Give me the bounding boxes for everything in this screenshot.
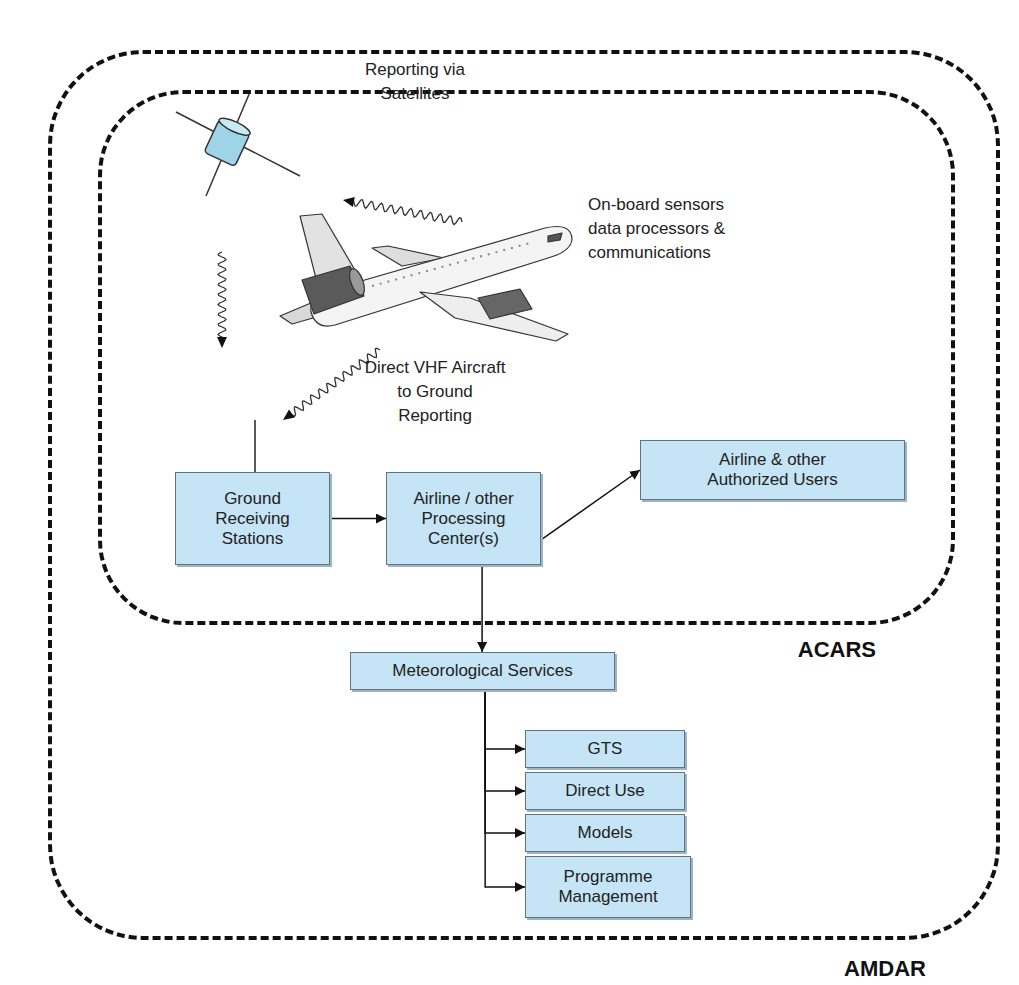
- wing-engine: [478, 289, 532, 319]
- process-box: Ground Receiving Stations: [175, 472, 330, 565]
- cockpit-window: [548, 233, 562, 242]
- region-label: ACARS: [798, 637, 876, 663]
- fuselage: [311, 227, 572, 327]
- box-text: Meteorological Services: [392, 661, 572, 681]
- box-text: Ground Receiving Stations: [198, 489, 308, 549]
- output-box: Programme Management: [525, 856, 691, 918]
- cabin-windows: [372, 243, 530, 286]
- acars-region: ACARSGround Receiving StationsAirline / …: [98, 90, 955, 625]
- box-text: Direct Use: [565, 781, 644, 801]
- output-box: Direct Use: [525, 772, 685, 810]
- box-text: Airline / other Processing Center(s): [400, 489, 528, 549]
- process-box: Airline & other Authorized Users: [640, 440, 905, 500]
- aircraft: [280, 214, 572, 341]
- region-label: AMDAR: [844, 956, 926, 982]
- connector-arrow: [485, 690, 525, 833]
- sensor-label: On-board sensors data processors & commu…: [588, 193, 753, 265]
- wave-arrowhead: [343, 197, 355, 207]
- box-text: Models: [578, 823, 633, 843]
- satellite: [176, 92, 300, 196]
- output-box: GTS: [525, 730, 685, 768]
- box-text: Airline & other Authorized Users: [683, 450, 863, 490]
- antenna-line: [254, 420, 256, 472]
- amdar-region: AMDARACARSGround Receiving StationsAirli…: [48, 50, 1000, 940]
- box-text: Programme Management: [533, 867, 683, 907]
- process-box: Meteorological Services: [350, 652, 615, 690]
- connector-arrow: [485, 690, 525, 791]
- connector-arrow: [330, 518, 386, 520]
- connector-arrow: [541, 470, 640, 540]
- output-box: Models: [525, 814, 685, 852]
- box-text: GTS: [588, 739, 623, 759]
- radio-wave: [353, 200, 462, 225]
- link-label: Reporting via Satellites: [340, 58, 490, 106]
- connector-arrow: [485, 690, 525, 749]
- engine-intake: [347, 267, 368, 297]
- wave-arrowhead: [217, 337, 227, 348]
- process-box: Airline / other Processing Center(s): [386, 472, 541, 565]
- satellite-top: [217, 115, 252, 138]
- link-label: Direct VHF Aircraft to Ground Reporting: [360, 356, 510, 428]
- connector-arrow: [485, 690, 525, 887]
- radio-wave: [218, 252, 226, 338]
- wave-arrowhead: [283, 410, 295, 420]
- connector-arrow: [481, 565, 483, 652]
